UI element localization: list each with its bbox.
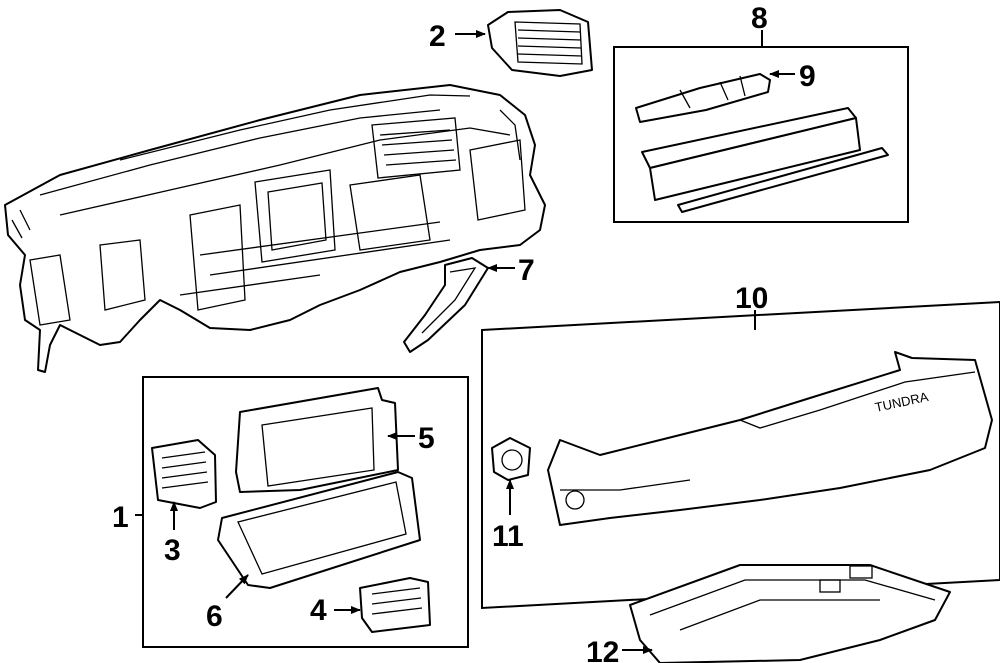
callout-1: 1 <box>112 501 129 534</box>
callout-3: 3 <box>164 534 181 567</box>
callout-11: 11 <box>492 520 524 553</box>
instrument-panel-frame <box>4 84 546 373</box>
callout-4: 4 <box>310 594 327 627</box>
part-3-vent <box>151 439 217 509</box>
callout-12: 12 <box>586 636 619 663</box>
group-box-10 <box>481 300 1000 610</box>
part-7-trim <box>403 257 489 353</box>
callout-8: 8 <box>751 2 768 35</box>
part-9-bracket <box>635 73 771 123</box>
callout-5: 5 <box>418 422 435 455</box>
part-11-switch <box>491 437 531 481</box>
part-5-bracket <box>235 387 399 493</box>
leader-lines <box>135 30 795 654</box>
callout-7: 7 <box>518 254 535 287</box>
part-8-beam <box>641 107 889 213</box>
callout-6: 6 <box>206 600 223 633</box>
callout-9: 9 <box>799 60 816 93</box>
callout-2: 2 <box>429 20 446 53</box>
part-4-vent <box>359 577 431 633</box>
group-box-1 <box>142 376 469 648</box>
part-2-vent <box>487 9 593 77</box>
part-6-bezel <box>217 471 421 589</box>
callout-10: 10 <box>735 282 768 315</box>
part-12-glove-box <box>629 564 951 663</box>
part-10-lower-panel <box>547 351 993 526</box>
